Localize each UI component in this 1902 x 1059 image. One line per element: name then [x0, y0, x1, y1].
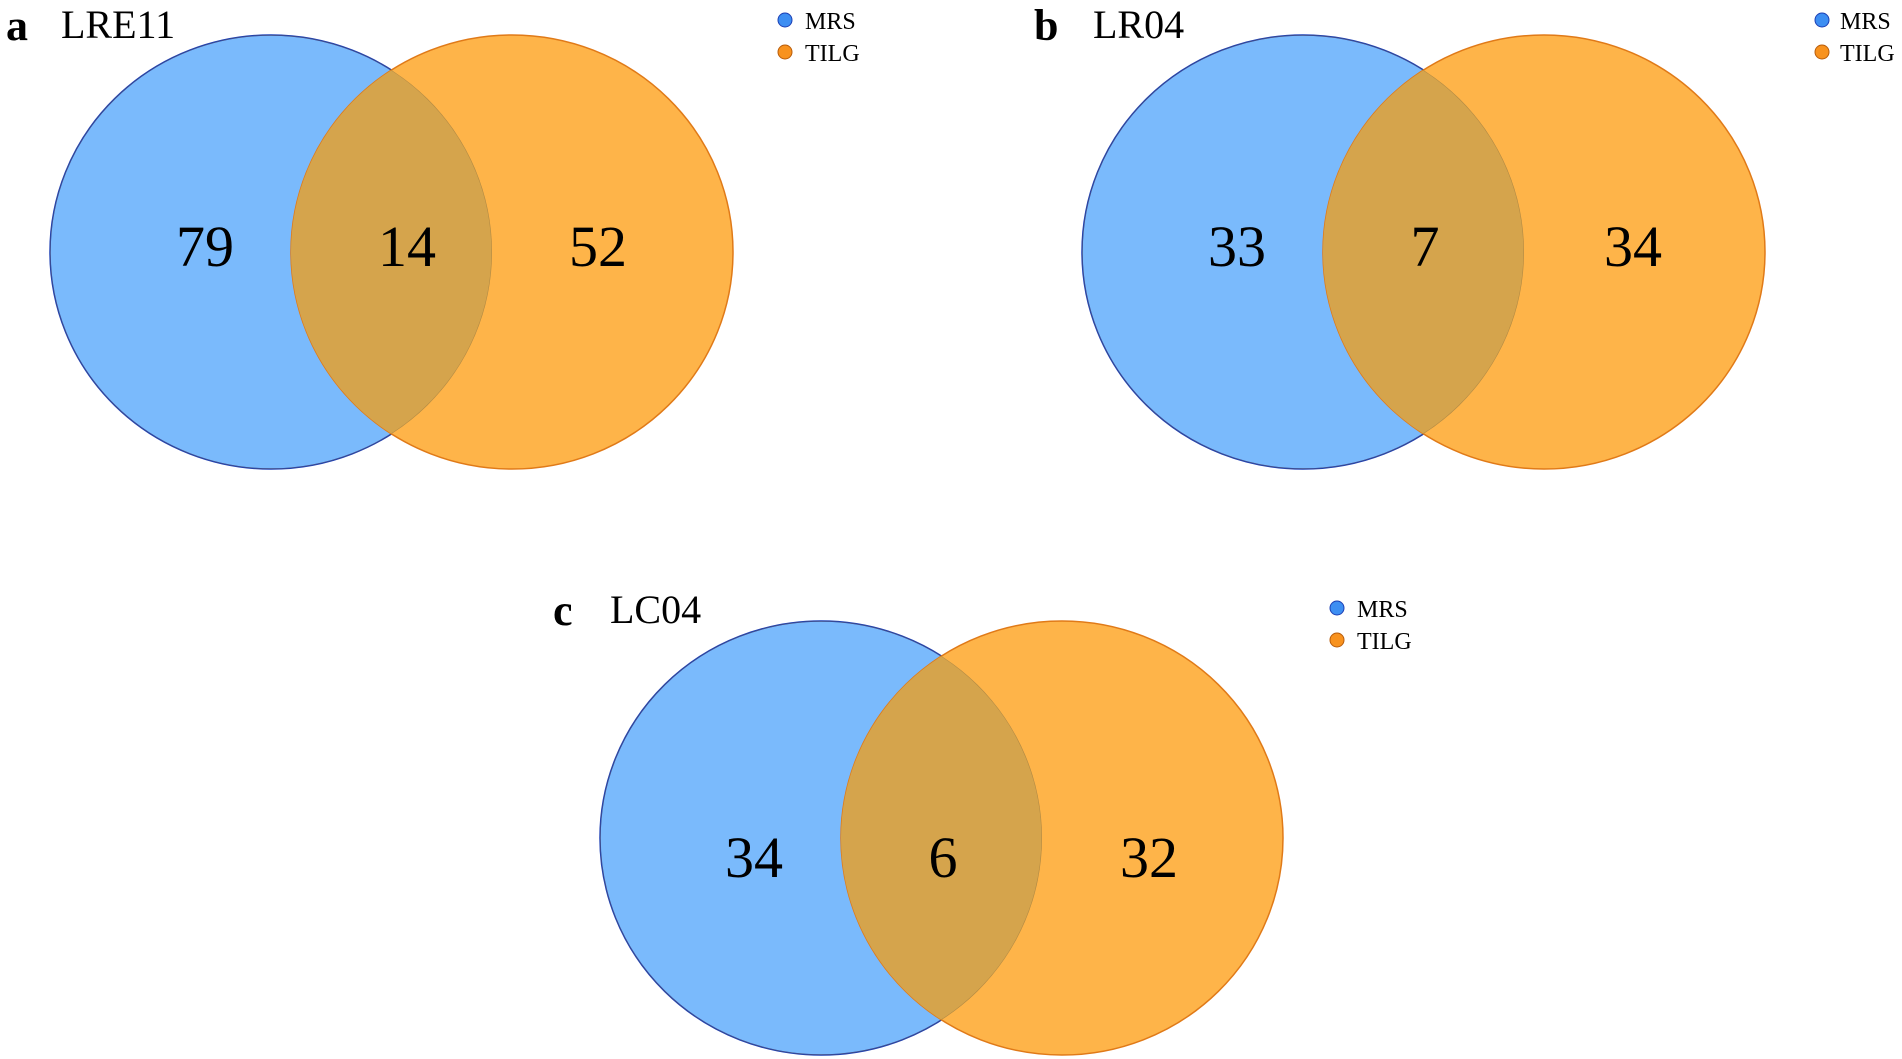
legend-mrs-label: MRS: [1357, 597, 1408, 623]
legend: MRS TILG: [1814, 9, 1895, 67]
count-mrs-only: 79: [176, 214, 234, 279]
panel-letter: c: [553, 586, 573, 635]
count-tilg-only: 34: [1604, 214, 1662, 279]
overlap-region: [841, 621, 1042, 1055]
panel-title: LRE11: [61, 2, 175, 47]
legend-mrs-dot: [1329, 600, 1345, 616]
legend: MRS TILG: [777, 9, 860, 67]
count-mrs-only: 34: [725, 825, 783, 890]
legend-tilg-dot: [1329, 632, 1345, 648]
legend: MRS TILG: [1329, 597, 1412, 655]
legend-mrs-label: MRS: [1840, 9, 1891, 35]
legend-mrs-dot: [1814, 12, 1830, 28]
legend-tilg-label: TILG: [1840, 41, 1895, 67]
legend-tilg-dot: [777, 44, 793, 60]
legend-tilg-label: TILG: [805, 41, 860, 67]
legend-tilg-label: TILG: [1357, 629, 1412, 655]
overlap-region: [291, 35, 492, 469]
count-tilg-only: 32: [1120, 825, 1178, 890]
count-shared: 6: [929, 825, 958, 890]
venn-panel-c: c LC04 34 6 32 MRS TILG: [553, 586, 1412, 1056]
legend-mrs-label: MRS: [805, 9, 856, 35]
panel-title: LR04: [1093, 2, 1184, 47]
panel-letter: a: [6, 1, 28, 50]
venn-panel-b: b LR04 33 7 34 MRS TILG: [1034, 1, 1895, 470]
count-tilg-only: 52: [569, 214, 627, 279]
venn-panel-a: a LRE11 79 14 52 MRS TILG: [6, 1, 860, 470]
overlap-region: [1323, 35, 1524, 469]
count-mrs-only: 33: [1208, 214, 1266, 279]
legend-mrs-dot: [777, 12, 793, 28]
count-shared: 7: [1411, 214, 1440, 279]
legend-tilg-dot: [1814, 44, 1830, 60]
count-shared: 14: [378, 214, 436, 279]
panel-letter: b: [1034, 1, 1058, 50]
panel-title: LC04: [610, 587, 701, 632]
